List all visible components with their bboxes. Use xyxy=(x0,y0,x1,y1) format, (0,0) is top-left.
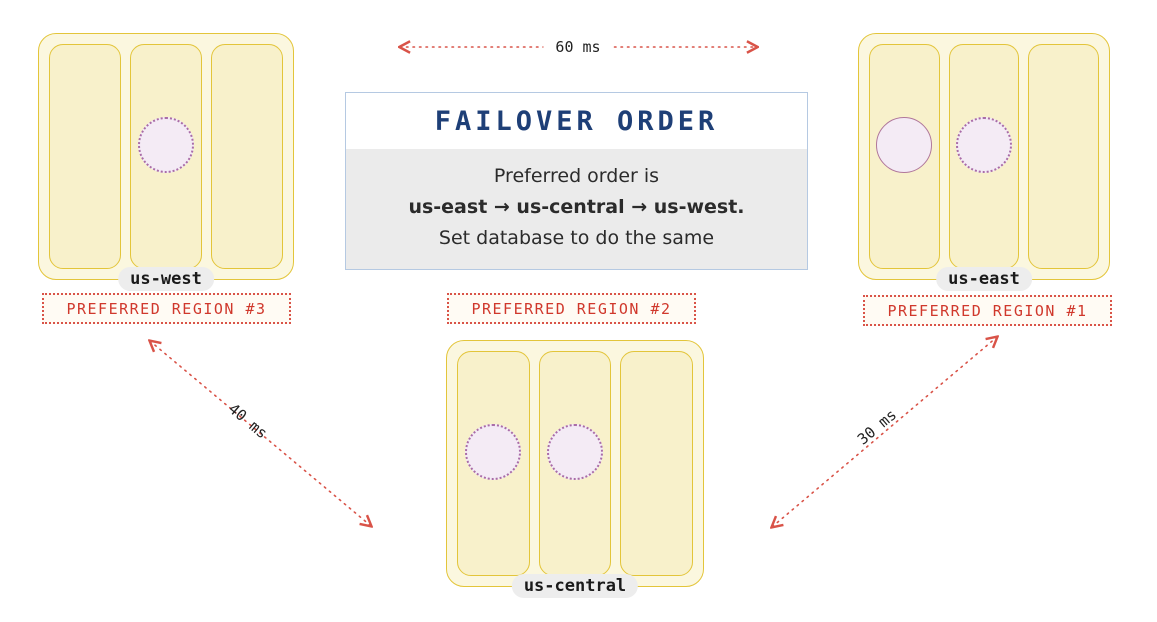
availability-zone xyxy=(457,351,530,576)
region-us-west: us-west xyxy=(38,33,294,291)
region-name-us-east: us-east xyxy=(936,267,1032,291)
failover-order-callout: FAILOVER ORDER Preferred order is us-eas… xyxy=(345,92,808,270)
availability-zone xyxy=(130,44,202,269)
replica-dotted-circle xyxy=(547,424,603,480)
latency-label-west-central: 40 ms xyxy=(224,399,272,443)
availability-zone xyxy=(620,351,694,576)
latency-label-west-east: 60 ms xyxy=(543,38,613,56)
callout-line-1: Preferred order is xyxy=(493,165,660,187)
region-name-us-central: us-central xyxy=(511,574,639,598)
replica-dotted-circle xyxy=(956,117,1012,173)
region-us-central: us-central xyxy=(446,340,704,598)
region-us-east: us-east xyxy=(858,33,1110,291)
availability-zone xyxy=(869,44,940,269)
replica-solid-circle xyxy=(876,117,933,173)
availability-zone xyxy=(538,351,612,576)
preferred-region-1-tag: PREFERRED REGION #1 xyxy=(863,295,1112,326)
callout-line-3: Set database to do the same xyxy=(438,227,715,249)
preferred-region-2-tag: PREFERRED REGION #2 xyxy=(447,293,696,324)
replica-dotted-circle xyxy=(465,424,522,480)
availability-zone xyxy=(1028,44,1100,269)
callout-line-2: us-east → us-central → us-west. xyxy=(408,196,745,218)
preferred-region-3-tag: PREFERRED REGION #3 xyxy=(42,293,291,324)
latency-label-east-central: 30 ms xyxy=(853,405,901,449)
availability-zone xyxy=(211,44,283,269)
availability-zone xyxy=(49,44,121,269)
availability-zone xyxy=(948,44,1020,269)
callout-title: FAILOVER ORDER xyxy=(434,106,719,137)
callout-body: Preferred order is us-east → us-central … xyxy=(346,149,807,269)
region-name-us-west: us-west xyxy=(118,267,214,291)
replica-dotted-circle xyxy=(138,117,194,173)
